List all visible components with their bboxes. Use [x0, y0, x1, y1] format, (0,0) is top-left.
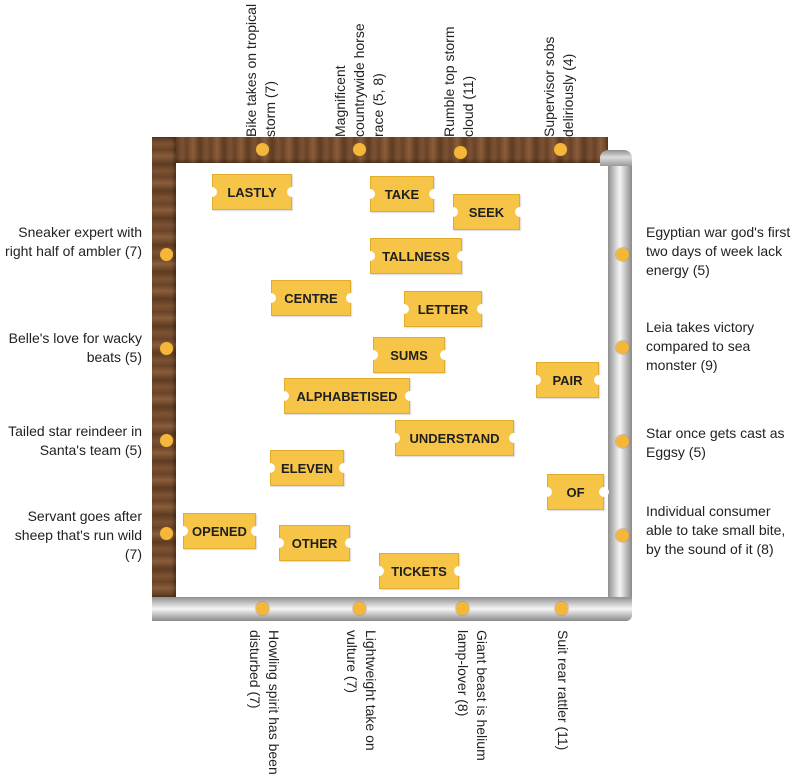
clue-dot-top-4[interactable]	[553, 142, 567, 156]
clue-dot-bottom-3[interactable]	[455, 601, 469, 615]
word-ticket[interactable]: TAKE	[365, 176, 439, 212]
clue-dot-left-3[interactable]	[159, 433, 173, 447]
word-ticket[interactable]: UNDERSTAND	[390, 420, 519, 456]
clue-left-1: Sneaker expert with right half of ambler…	[5, 224, 142, 259]
clue-right-2: Leia takes victory compared to sea monst…	[646, 319, 755, 373]
clue-left-4: Servant goes after sheep that's run wild…	[14, 508, 142, 562]
clue-left-2: Belle's love for wacky beats (5)	[8, 330, 142, 365]
clue-dot-right-1[interactable]	[615, 247, 629, 261]
clue-bottom-2: Lightweight take on vulture (7)	[344, 630, 379, 751]
clue-dot-right-4[interactable]	[615, 528, 629, 542]
clue-dot-bottom-4[interactable]	[554, 601, 568, 615]
clue-dot-bottom-2[interactable]	[352, 601, 366, 615]
clue-bottom-1: Howling spirit has been disturbed (7)	[247, 630, 282, 775]
clue-right-3: Star once gets cast as Eggsy (5)	[646, 425, 785, 460]
word-ticket[interactable]: ALPHABETISED	[279, 378, 415, 414]
clue-dot-right-3[interactable]	[615, 434, 629, 448]
clue-dot-top-3[interactable]	[453, 145, 467, 159]
clue-top-2: Magnificent countrywide horse race (5, 8…	[332, 23, 386, 137]
clue-dot-bottom-1[interactable]	[255, 601, 269, 615]
clue-right-4: Individual consumer able to take small b…	[646, 503, 786, 557]
word-ticket[interactable]: OF	[542, 474, 609, 510]
clue-left-3: Tailed star reindeer in Santa's team (5)	[8, 423, 142, 458]
wood-frame-top	[152, 137, 608, 163]
metal-frame-bottom	[152, 597, 632, 621]
word-ticket[interactable]: LETTER	[399, 291, 487, 327]
clue-dot-left-1[interactable]	[159, 247, 173, 261]
clue-dot-right-2[interactable]	[615, 340, 629, 354]
clue-dot-left-4[interactable]	[159, 526, 173, 540]
word-ticket[interactable]: PAIR	[531, 362, 604, 398]
clue-dot-top-1[interactable]	[255, 142, 269, 156]
metal-frame-right	[608, 163, 632, 620]
word-ticket[interactable]: TICKETS	[374, 553, 464, 589]
clue-bottom-4: Suit rear rattler (11)	[555, 630, 571, 751]
word-ticket[interactable]: SEEK	[448, 194, 525, 230]
word-ticket[interactable]: OPENED	[178, 513, 261, 549]
word-ticket[interactable]: CENTRE	[266, 280, 356, 316]
clue-top-3: Rumble top storm cloud (11)	[441, 26, 476, 137]
clue-right-1: Egyptian war god's first two days of wee…	[646, 224, 791, 278]
clue-dot-left-2[interactable]	[159, 341, 173, 355]
clue-top-1: Bike takes on tropical storm (7)	[243, 3, 278, 137]
wood-frame-left	[152, 137, 176, 597]
clue-top-4: Supervisor sobs deliriously (4)	[541, 36, 576, 137]
word-ticket[interactable]: LASTLY	[207, 174, 297, 210]
word-ticket[interactable]: OTHER	[274, 525, 355, 561]
clue-dot-top-2[interactable]	[352, 142, 366, 156]
word-ticket[interactable]: SUMS	[368, 337, 450, 373]
metal-frame-cap	[600, 150, 632, 166]
word-ticket[interactable]: TALLNESS	[365, 238, 467, 274]
word-ticket[interactable]: ELEVEN	[265, 450, 349, 486]
clue-bottom-3: Giant beast is helium lamp-lover (8)	[455, 630, 490, 761]
